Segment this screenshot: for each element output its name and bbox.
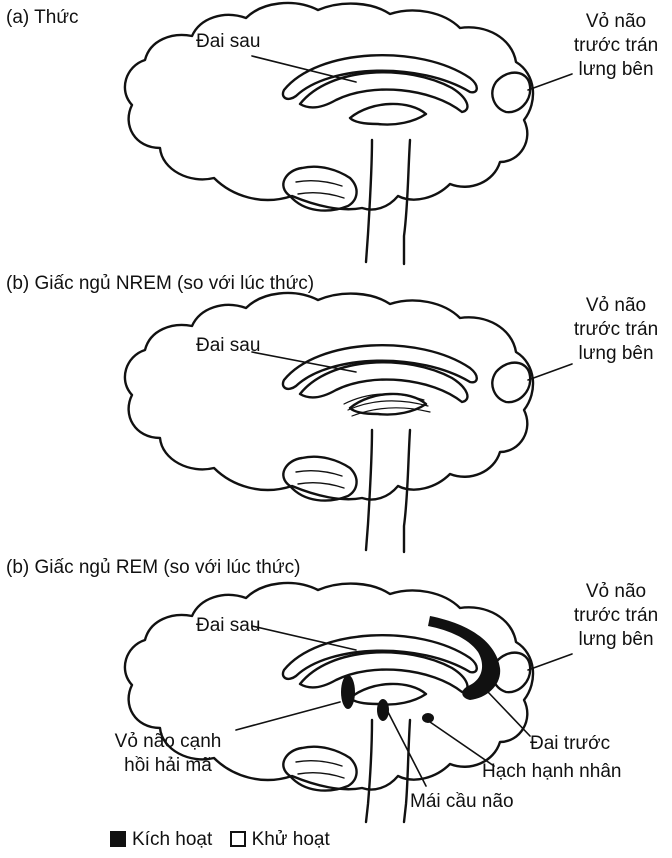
legend-inactive-label: Khử hoạt [252, 829, 330, 850]
legend: Kích hoạt Khử hoạt [110, 828, 330, 852]
panel-b-brain-diagram [0, 290, 672, 555]
panel-c-amygdala-active [422, 713, 434, 723]
panel-a-cortex-outline [125, 3, 533, 209]
legend-active-swatch [110, 831, 126, 847]
legend-inactive-swatch [230, 831, 246, 847]
panel-a-thalamus [350, 104, 426, 125]
legend-active-label: Kích hoạt [132, 829, 212, 850]
panel-b-cortex-outline [125, 293, 533, 499]
panel-c-title: (b) Giấc ngủ REM (so với lúc thức) [6, 556, 300, 580]
panel-c-brain-diagram [0, 580, 672, 825]
panel-a-cerebellum [283, 167, 356, 211]
panel-c-parahippocampal-active [341, 675, 355, 709]
panel-b-brainstem [366, 430, 410, 552]
panel-c-brainstem [366, 720, 410, 822]
panel-b-dlpfc-region [492, 363, 530, 403]
panel-a-brainstem [366, 140, 410, 264]
panel-a-brain-diagram [0, 0, 672, 270]
panel-c-pons-active [377, 699, 389, 721]
panel-c-cerebellum [283, 747, 356, 791]
panel-b-cerebellum [283, 457, 356, 501]
panel-a-dlpfc-region [492, 73, 530, 113]
panel-c-thalamus [350, 684, 426, 705]
